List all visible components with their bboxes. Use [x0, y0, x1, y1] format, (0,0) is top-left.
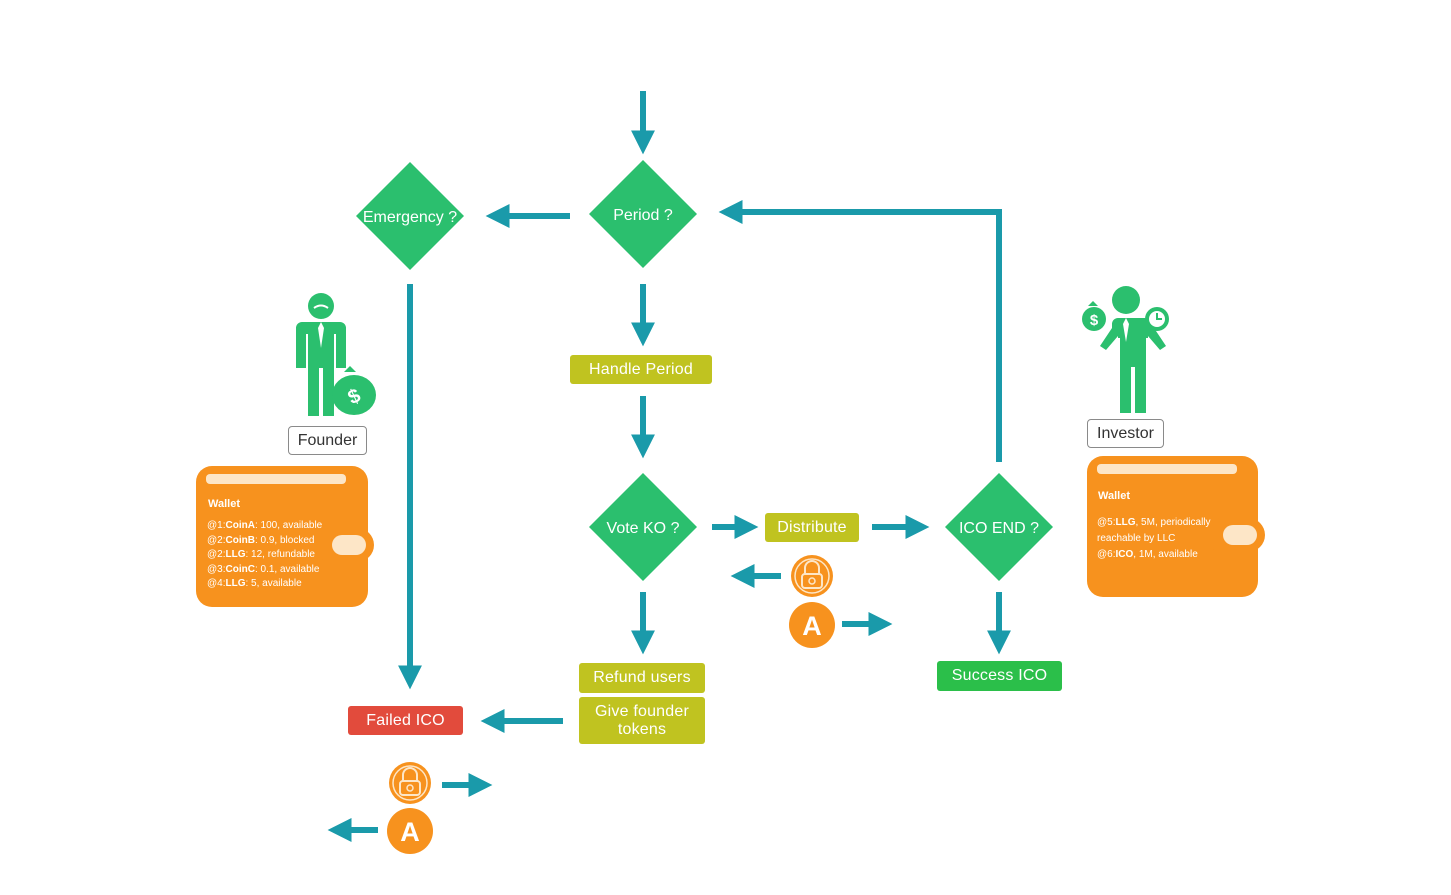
- failed-ico-box: Failed ICO: [348, 706, 463, 735]
- founder-wallet-title: Wallet: [208, 498, 240, 510]
- founder-label: Founder: [297, 431, 358, 449]
- founder-wallet: Wallet @1:CoinA: 100, available @2:CoinB…: [196, 466, 374, 607]
- success-ico-label: Success ICO: [951, 667, 1048, 684]
- lock-badge-bottom: [389, 762, 431, 804]
- money-bag-small-icon: $: [1082, 301, 1106, 331]
- investor-wallet-entries: @5:LLG, 5M, periodically reachable by LL…: [1097, 515, 1217, 563]
- distribute-box: Distribute: [765, 513, 859, 542]
- handle-period-box: Handle Period: [570, 355, 712, 384]
- failed-ico-label: Failed ICO: [366, 711, 445, 729]
- investor-tag: Investor: [1087, 419, 1164, 448]
- arrow-icoend-loop-to-period: [718, 200, 1002, 462]
- decision-ico-end-label: ICO END ?: [959, 520, 1039, 537]
- money-bag-icon: $: [332, 366, 376, 415]
- a-badge-bottom-letter: A: [400, 817, 420, 847]
- decision-period-label: Period ?: [613, 207, 673, 224]
- investor-wallet-title: Wallet: [1098, 490, 1130, 502]
- refund-users-box: Refund users: [579, 663, 705, 693]
- founder-wallet-entries: @1:CoinA: 100, available @2:CoinB: 0.9, …: [207, 519, 342, 592]
- svg-text:$: $: [1090, 312, 1099, 329]
- a-badge-middle-letter: A: [802, 611, 822, 641]
- clock-icon: [1145, 307, 1169, 331]
- founder-tag: Founder: [288, 426, 367, 455]
- refund-users-label: Refund users: [593, 669, 691, 686]
- founder-wallet-entry: @2:LLG: 12, refundable: [207, 549, 315, 561]
- lock-badge-middle: [791, 555, 833, 597]
- distribute-label: Distribute: [777, 518, 847, 536]
- success-ico-box: Success ICO: [937, 661, 1062, 691]
- a-badge-bottom: A: [387, 808, 433, 854]
- decision-vote-ko-label: Vote KO ?: [607, 520, 680, 537]
- founder-wallet-entry: @2:CoinB: 0.9, blocked: [207, 534, 315, 546]
- founder-wallet-entry: @1:CoinA: 100, available: [207, 520, 323, 531]
- a-badge-middle: A: [789, 602, 835, 648]
- decision-vote-ko: Vote KO ?: [589, 473, 697, 581]
- decision-period: Period ?: [589, 160, 697, 268]
- founder-wallet-entry: @3:CoinC: 0.1, available: [207, 563, 320, 575]
- founder-wallet-entry: @4:LLG: 5, available: [207, 578, 302, 590]
- decision-emergency: Emergency ?: [356, 162, 464, 270]
- investor-wallet: Wallet @5:LLG, 5M, periodically reachabl…: [1087, 456, 1265, 597]
- investor-wallet-entry: @5:LLG, 5M, periodically reachable by LL…: [1097, 517, 1211, 544]
- give-founder-tokens-label: Give founder tokens: [594, 702, 689, 738]
- decision-ico-end: ICO END ?: [945, 473, 1053, 581]
- investor-person-icon: [1100, 286, 1166, 413]
- give-founder-tokens-box: Give founder tokens: [579, 697, 705, 744]
- investor-wallet-entry: @6:ICO, 1M, available: [1097, 549, 1198, 560]
- decision-emergency-label: Emergency ?: [363, 209, 457, 226]
- investor-label: Investor: [1097, 424, 1154, 442]
- handle-period-label: Handle Period: [589, 360, 693, 378]
